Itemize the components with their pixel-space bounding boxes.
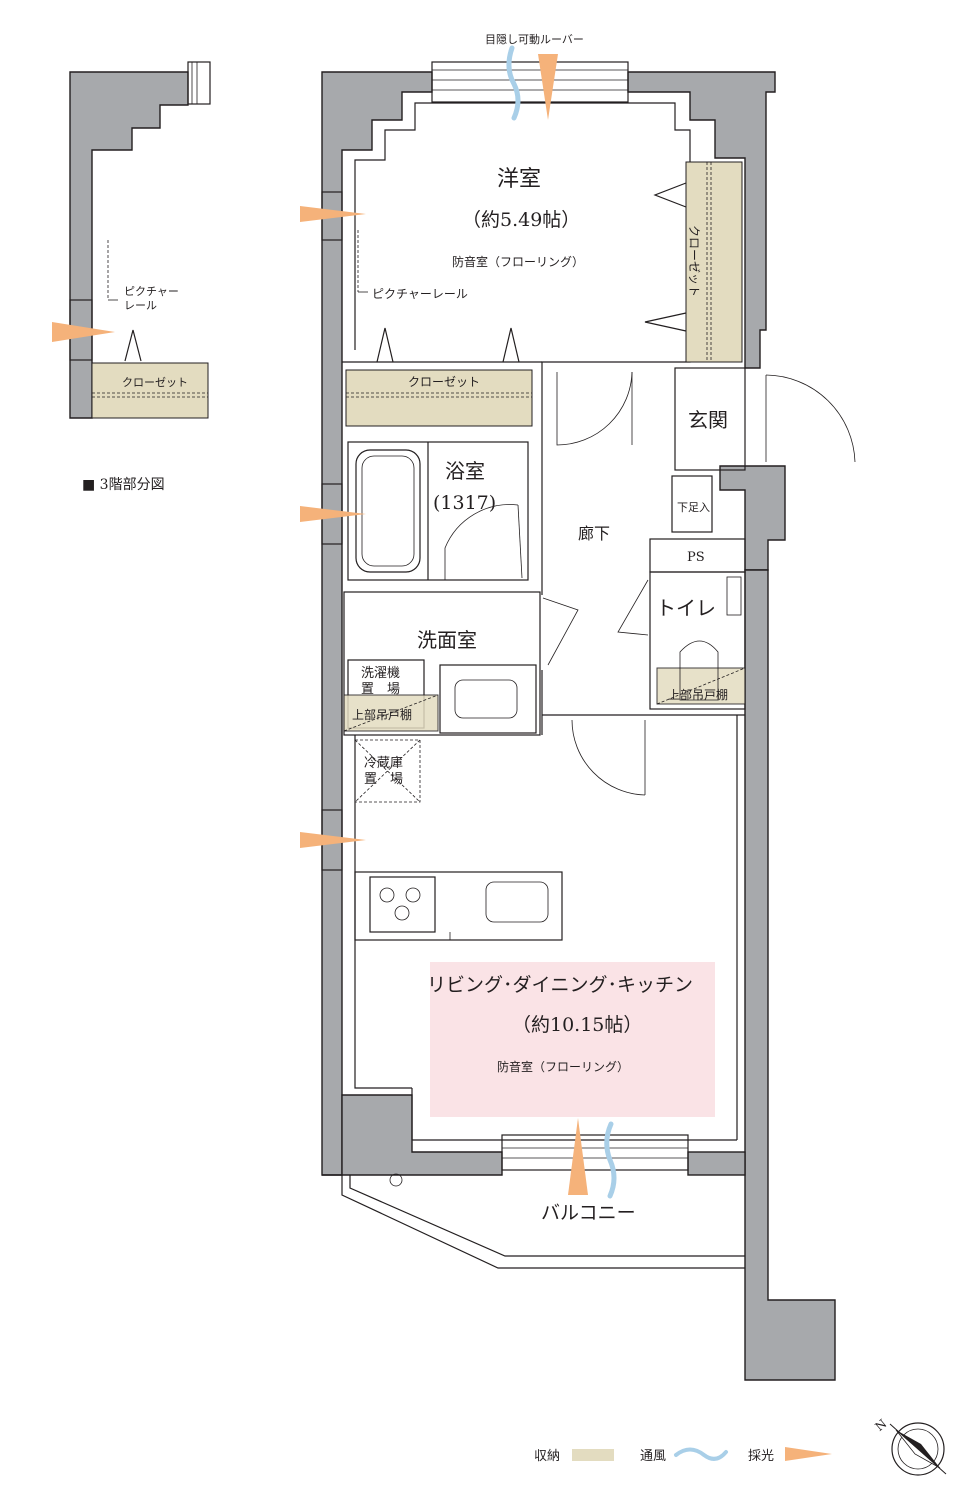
kitchen-counter bbox=[354, 871, 563, 941]
bath-name: 浴室 bbox=[445, 459, 485, 483]
third-floor-closet-label: クローゼット bbox=[122, 376, 188, 389]
legend-ventilation-icon bbox=[674, 1447, 728, 1461]
balcony-outline bbox=[341, 1173, 745, 1269]
legend-daylight-label: 採光 bbox=[748, 1449, 774, 1464]
closet-horizontal-label: クローゼット bbox=[408, 375, 480, 389]
ldk-size: （約10.15帖） bbox=[512, 1014, 642, 1036]
washer-line2: 置 場 bbox=[361, 682, 400, 697]
legend: 収納 通風 採光 bbox=[534, 1447, 832, 1464]
ldk-highlight bbox=[430, 962, 715, 1117]
washroom-label: 洗面室 bbox=[417, 628, 477, 652]
shoe-box-label: 下足入 bbox=[677, 501, 710, 514]
bathtub bbox=[355, 449, 421, 573]
fridge-line2: 置 場 bbox=[364, 772, 403, 787]
fridge-space bbox=[354, 739, 421, 803]
wash-shelf-label: 上部吊戸棚 bbox=[352, 707, 412, 722]
daylight-arrow-3f bbox=[52, 322, 115, 342]
daylight-arrows bbox=[300, 54, 588, 1195]
western-room-name: 洋室 bbox=[497, 167, 541, 192]
third-floor-picture-rail-line1: ピクチャー bbox=[124, 285, 179, 298]
door-swings bbox=[444, 371, 856, 796]
toilet-label: トイレ bbox=[656, 596, 716, 620]
ventilation-marks bbox=[506, 45, 617, 1199]
third-floor-partial-plan: ピクチャー レール クローゼット bbox=[52, 61, 211, 419]
ldk-name: リビング･ダイニング･キッチン bbox=[427, 974, 693, 996]
western-room-note: 防音室（フローリング） bbox=[452, 254, 584, 269]
walls bbox=[321, 71, 836, 1381]
interior-lines bbox=[342, 102, 746, 1141]
third-floor-caption: ■ 3階部分図 bbox=[82, 477, 165, 493]
closet-vertical-label: クローゼット bbox=[687, 225, 701, 297]
legend-storage-swatch bbox=[572, 1449, 614, 1461]
third-floor-picture-rail-line2: レール bbox=[124, 299, 157, 312]
corridor-label: 廊下 bbox=[578, 524, 610, 543]
legend-daylight-icon bbox=[785, 1447, 832, 1461]
entrance-label: 玄関 bbox=[688, 408, 728, 432]
legend-ventilation-label: 通風 bbox=[640, 1449, 666, 1464]
ldk-note: 防音室（フローリング） bbox=[497, 1059, 629, 1074]
balcony-label: バルコニー bbox=[541, 1202, 636, 1224]
louver-label: 目隠し可動ルーバー bbox=[485, 32, 584, 46]
fridge-line1: 冷蔵庫 bbox=[364, 756, 403, 771]
western-room-size: （約5.49帖） bbox=[462, 209, 580, 231]
compass-icon: N bbox=[872, 1416, 947, 1476]
closet-vertical bbox=[685, 161, 743, 363]
closet-horizontal bbox=[345, 369, 533, 427]
legend-storage-label: 収納 bbox=[534, 1449, 560, 1464]
picture-rail-label: ピクチャーレール bbox=[372, 287, 468, 301]
compass-north-label: N bbox=[872, 1416, 889, 1433]
bath-size: (1317) bbox=[433, 492, 496, 514]
vanity bbox=[439, 664, 537, 734]
washer-line1: 洗濯機 bbox=[361, 666, 400, 681]
ps-label: PS bbox=[687, 550, 705, 565]
toilet-shelf-label: 上部吊戸棚 bbox=[668, 687, 728, 702]
